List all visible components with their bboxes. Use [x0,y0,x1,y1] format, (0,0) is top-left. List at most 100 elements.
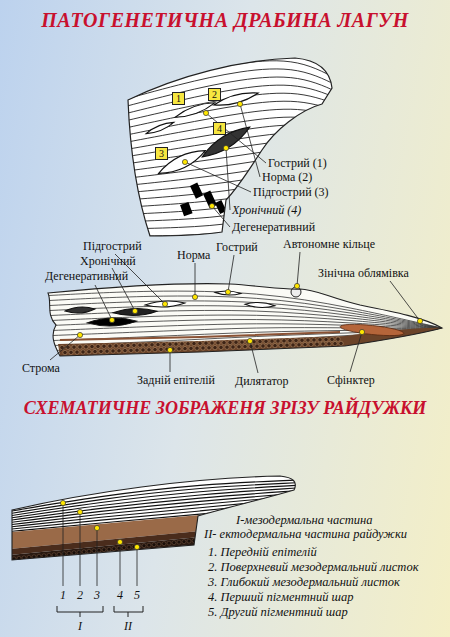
callout-number: 2 [212,90,217,100]
marker-dot [417,318,422,323]
fiber-line [112,101,345,131]
pigment-cell [231,345,235,349]
marker-dot [77,509,82,514]
note-line: 4. Перший пігментний шар [208,591,354,604]
leader-line [97,528,98,586]
fiber-line [40,306,446,329]
degenerative-defect [203,191,217,209]
group-number: II [124,620,132,632]
pigment-cell [120,343,124,347]
leader-line [240,104,260,177]
callout-number: 3 [159,149,164,159]
sphincter-muscle [340,322,405,338]
marker-dot [60,500,65,505]
marker-dot [237,101,242,106]
pigment-cell [222,340,226,344]
pigment-cell [195,346,199,350]
lacuna [145,120,175,136]
callout-number: 1 [176,94,181,104]
callout-number: 3 [94,589,100,601]
section-outline [48,284,442,356]
bracket [57,606,143,617]
pigment-cell [174,342,178,346]
marker-dot [117,539,122,544]
iris-sector [112,58,345,259]
lacuna-label: Хронічний (4) [232,204,301,216]
leader-line [250,341,258,373]
pigment-cell [150,343,154,347]
pigment-cell [172,541,176,545]
pigment-cell [111,349,115,353]
pigment-cell [168,342,172,346]
leader-line [350,332,362,372]
pigment-cell [213,345,217,349]
pigment-cell [90,344,94,348]
pigment-cell [309,342,313,346]
pigment-cell [75,350,79,354]
leader-line [228,255,234,292]
pigment-cell [216,341,220,345]
pigment-cell [339,341,343,345]
pigment-cell [78,345,82,349]
leader-line [120,542,121,586]
pigment-cell [189,346,193,350]
pigment-cell [258,339,262,343]
lacuna-label: Підгострий [83,240,142,252]
callout-box: 1 [172,92,185,105]
pigment-cell [219,345,223,349]
part-label: Сфінктер [327,374,375,386]
pigment-cell [207,346,211,350]
pigment-cell [186,342,190,346]
pigment-cell [234,340,238,344]
pigment-cell [198,341,202,345]
marker-dot [132,308,137,313]
pigment-layer-2 [0,537,200,570]
pigment-cell [72,345,76,349]
marker-dot [109,317,114,322]
pigment-cell [182,540,186,544]
marker-dot [182,159,187,164]
note-line: 2. Поверхневий мезодермальний листок [208,561,418,574]
pigment-cell [157,542,161,546]
pigment-cell [152,543,156,547]
pigment-cell [177,540,181,544]
pigment-cell [279,343,283,347]
marker-dot [225,289,230,294]
pigment-cell [318,338,322,342]
pigment-cell [63,350,67,354]
part-label: Дилятатор [235,375,289,387]
lacuna [113,308,157,317]
pigment-cell [97,548,101,552]
pigment-cell [129,348,133,352]
pigment-cell [336,337,340,341]
pigment-cell [127,545,131,549]
pigment-cell [72,551,76,555]
pigment-cell [228,340,232,344]
part-label: Задній епітелій [137,374,215,386]
marker-dot [77,332,82,337]
iris-section [40,284,446,356]
pigment-cell [135,348,139,352]
marker-dot [294,283,299,288]
marker-dot [167,347,172,352]
pigment-cell [183,346,187,350]
pigment-cell [141,348,145,352]
pigment-cell [264,339,268,343]
pigment-cell [107,547,111,551]
pigment-cell [243,344,247,348]
leader-line [390,281,420,321]
pigment-cell [267,344,271,348]
note-line: 3. Глибокий мезодермальний листок [208,576,400,589]
note-line: 5. Другий пігментний шар [208,606,348,619]
lacuna [156,145,208,179]
pigment-cell [225,345,229,349]
lacuna-label: Гострий (1) [268,157,327,169]
pigment-cell [69,350,73,354]
pigment-cell [132,343,136,347]
pigment-cell [153,347,157,351]
pigment-cell [105,349,109,353]
pigment-cell [99,349,103,353]
pigment-cell [177,347,181,351]
